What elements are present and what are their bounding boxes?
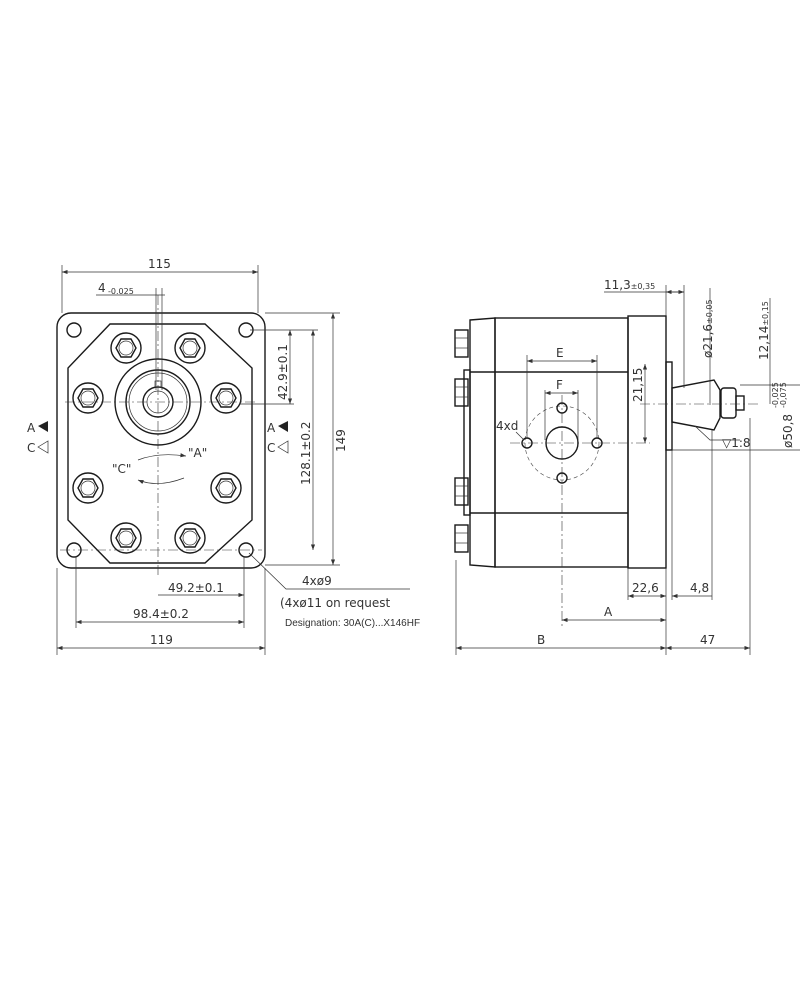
taper-ratio: ▽1:8 [722, 436, 751, 450]
pump-body [67, 323, 253, 564]
svg-text:A: A [267, 421, 276, 435]
svg-text:-0.025: -0.025 [108, 287, 134, 296]
shaft [671, 379, 721, 431]
nut [720, 387, 737, 419]
dim-128: 128.1±0.2 [299, 422, 313, 486]
holes-4xd: 4xd [496, 419, 518, 433]
svg-text:-0,025: -0,025 [771, 382, 780, 408]
holes-label: 4xø9 [302, 574, 332, 588]
dim-98-4: 98.4±0.2 [133, 607, 189, 621]
front-view: "C" "A" A C A C 115 4 -0.025 149 128.1±0… [27, 257, 420, 655]
svg-text:-0,075: -0,075 [779, 382, 788, 408]
dim-a: A [604, 605, 613, 619]
rotation-arrows: "C" "A" [112, 446, 207, 485]
dim-key: 4 [98, 281, 106, 295]
dim-21-15: 21,15 [631, 368, 645, 402]
port-pattern [510, 395, 650, 626]
dim-e: E [556, 346, 564, 360]
corner-holes [66, 322, 254, 558]
dim-shaft-len: 12,14±0,15 [757, 301, 771, 360]
side-view: E F 4xd 21,15 11,3±0,35 ø21,6±0,05 12,14… [454, 278, 800, 655]
bolts [72, 332, 242, 554]
dim-11-3: 11,3±0,35 [604, 278, 655, 292]
port-markers-right: A C [267, 421, 289, 455]
port-markers-left: A C [27, 421, 49, 455]
dim-f: F [556, 378, 563, 392]
dim-42-9: 42.9±0.1 [276, 344, 290, 400]
dim-119: 119 [150, 633, 173, 647]
side-bolts [454, 329, 469, 553]
pilot [665, 361, 673, 451]
dim-pilot-dia: ø50,8 [781, 414, 795, 448]
dim-47: 47 [700, 633, 715, 647]
svg-text:C: C [27, 441, 35, 455]
rotation-a-label: "A" [188, 446, 207, 460]
front-flange [627, 315, 667, 569]
dim-4-8: 4,8 [690, 581, 709, 595]
dim-49-2: 49.2±0.1 [168, 581, 224, 595]
dim-149: 149 [334, 429, 348, 452]
dim-22-6: 22,6 [632, 581, 659, 595]
svg-text:A: A [27, 421, 36, 435]
dim-115: 115 [148, 257, 171, 271]
designation: Designation: 30A(C)...X146HF [285, 618, 420, 629]
dim-b: B [537, 633, 545, 647]
svg-text:C: C [267, 441, 275, 455]
rotation-c-label: "C" [112, 462, 131, 476]
mounting-flange [56, 312, 266, 569]
dim-shaft-dia: ø21,6±0,05 [701, 299, 715, 358]
holes-note: (4xø11 on request [280, 596, 391, 610]
